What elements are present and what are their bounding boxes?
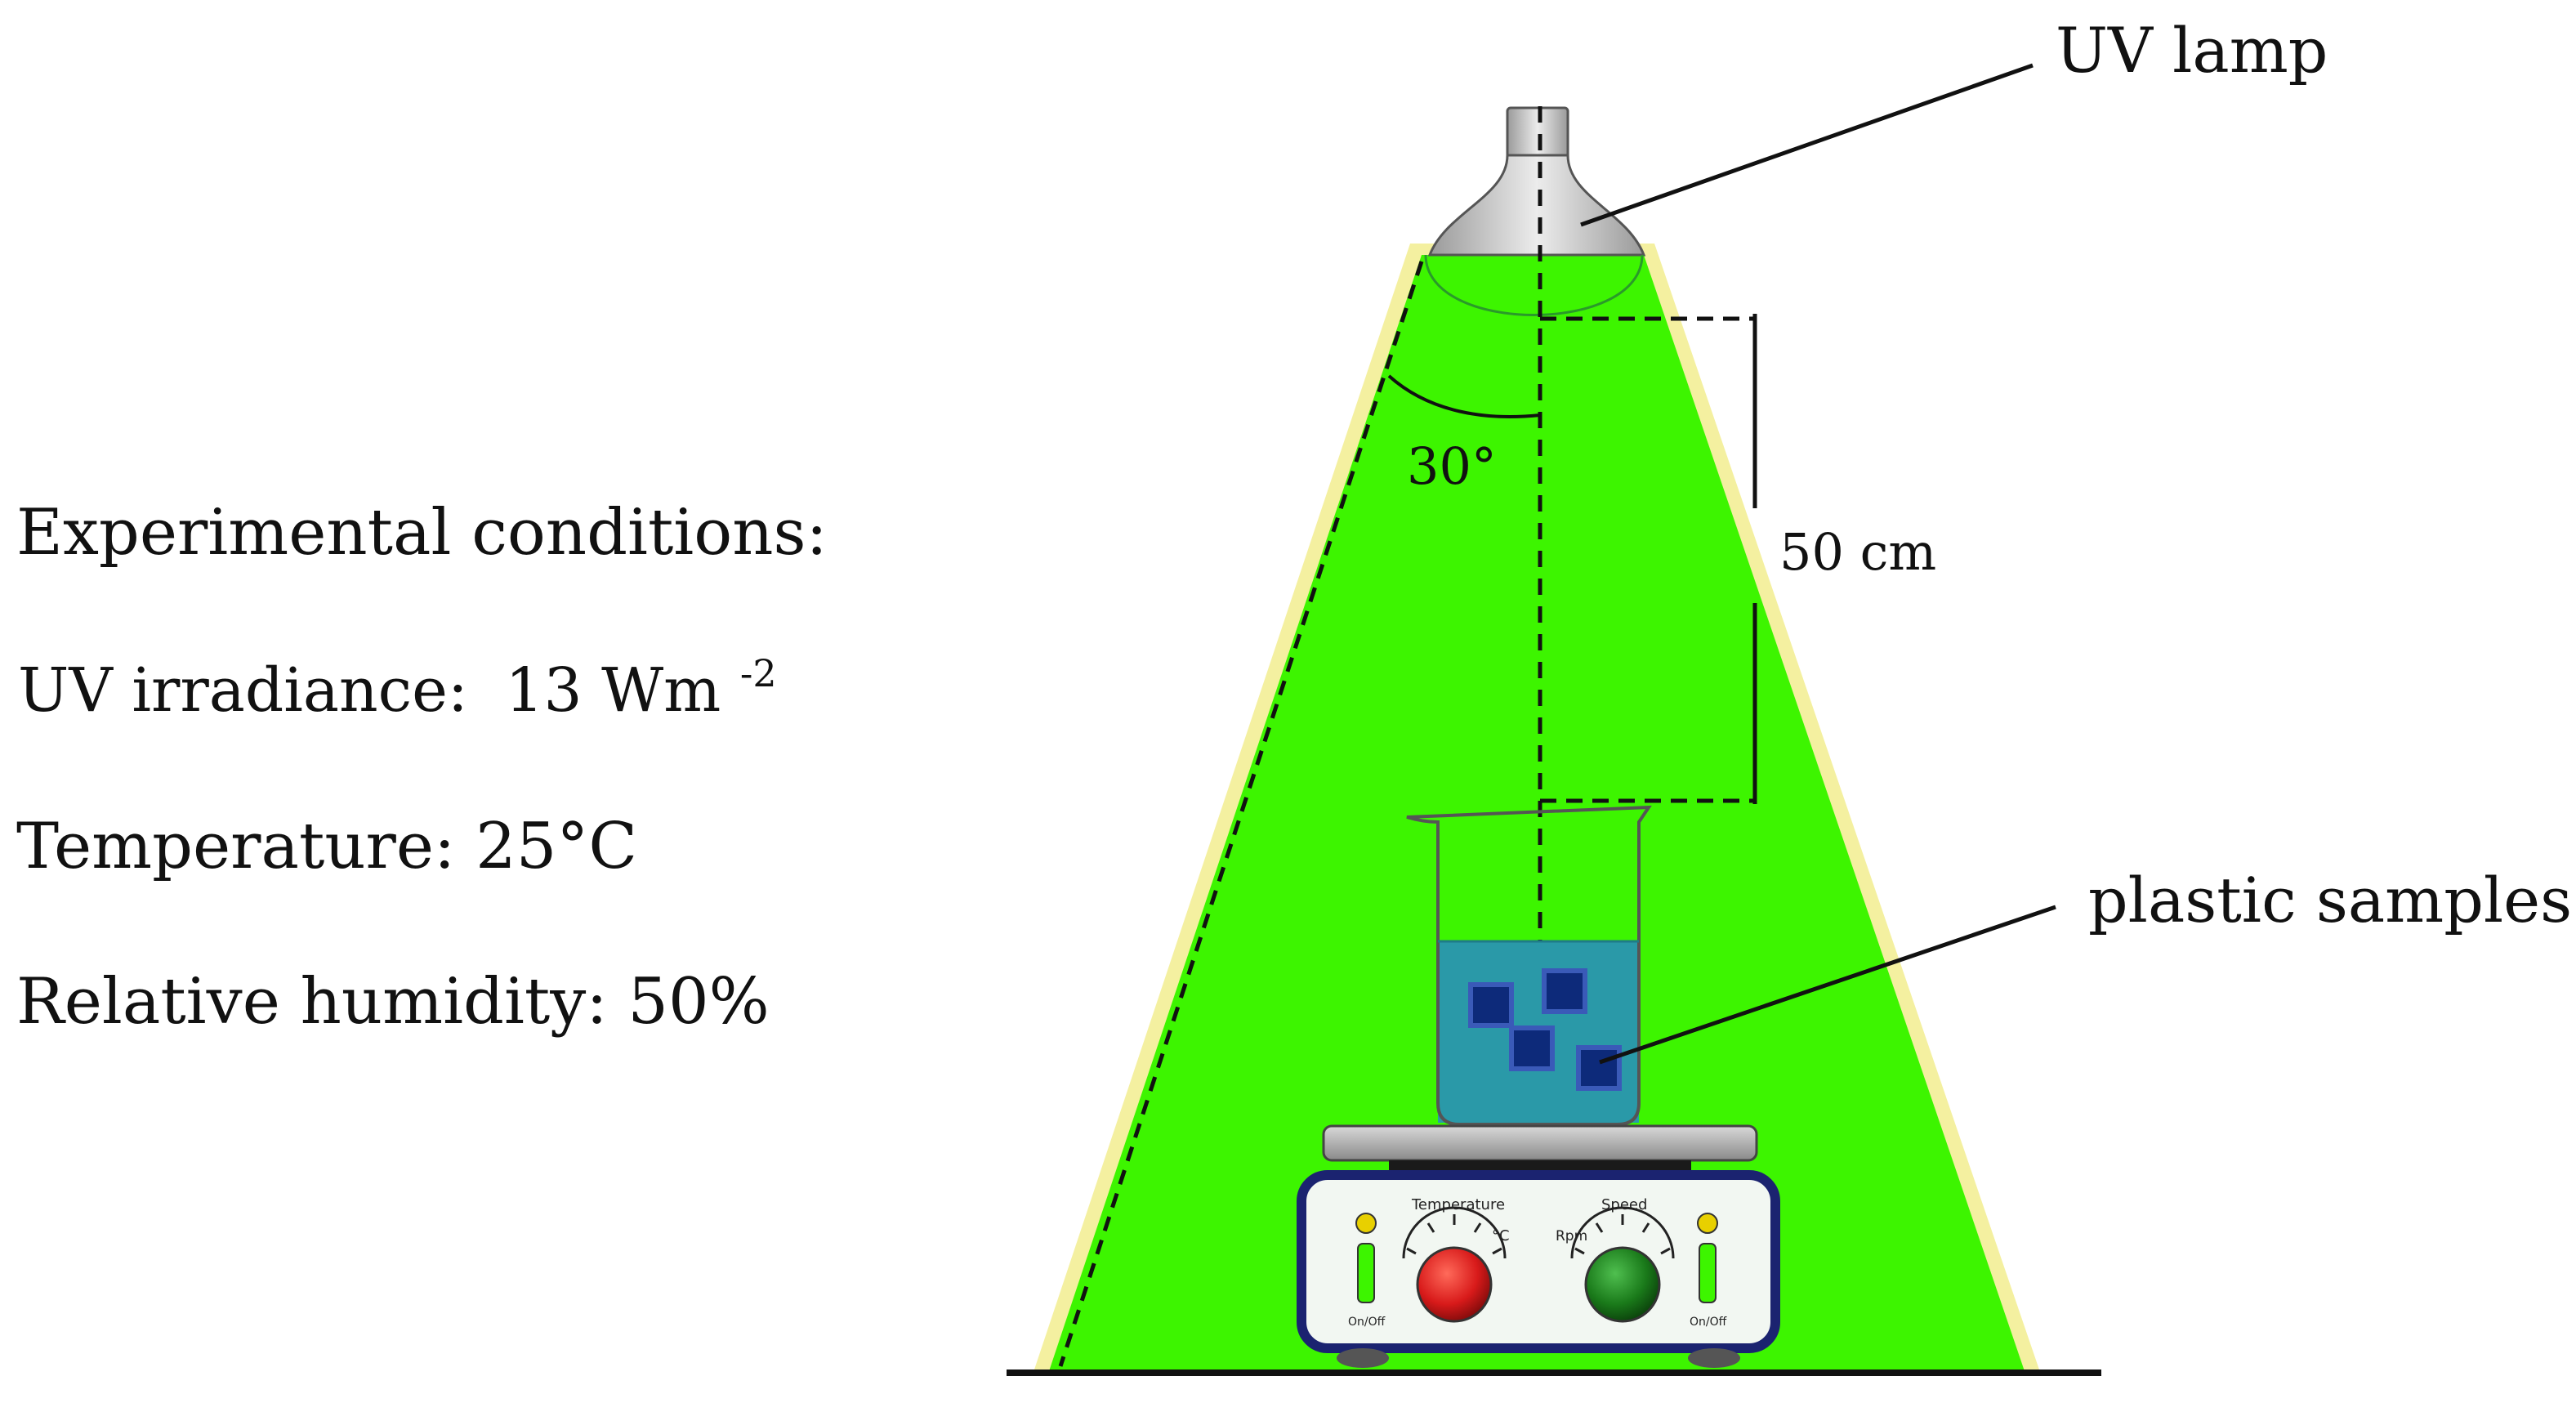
beam-edge-dashed-line	[1058, 261, 1424, 1367]
lamp-neck	[1506, 106, 1569, 159]
uv-lamp-label: UV lamp	[2056, 14, 2328, 87]
plastic-samples-label: plastic samples	[2088, 864, 2572, 936]
beaker-glass	[1406, 805, 1652, 1126]
conditions-heading: Experimental conditions:	[16, 496, 828, 570]
left-indicator-light-icon	[1355, 1213, 1377, 1234]
magnetic-stirrer-icon: On/Off On/Off Temperature °C Speed Rpm	[1297, 1124, 1780, 1368]
humidity-condition: Relative humidity: 50%	[16, 965, 770, 1039]
uv-irradiance-exponent: -2	[740, 651, 777, 695]
right-indicator-light-icon	[1697, 1213, 1718, 1234]
temperature-knob[interactable]	[1416, 1246, 1493, 1323]
uv-lamp-leader-line	[1580, 63, 2034, 227]
left-switch-label: On/Off	[1348, 1316, 1386, 1329]
stirrer-foot-left	[1337, 1348, 1389, 1368]
temperature-dial-scale	[1402, 1206, 1507, 1259]
beaker-icon	[1406, 805, 1652, 1126]
stirrer-foot-right	[1688, 1348, 1740, 1368]
distance-label: 50 cm	[1779, 522, 1936, 582]
angle-arc	[1387, 374, 1541, 419]
distance-bracket	[1540, 314, 1757, 804]
celsius-label: °C	[1492, 1227, 1510, 1244]
temperature-dial-label: Temperature	[1411, 1196, 1505, 1213]
uv-irradiance-label: UV irradiance:	[18, 655, 468, 726]
experimental-conditions-panel: Experimental conditions: UV irradiance: …	[16, 496, 828, 1039]
temperature-condition: Temperature: 25°C	[16, 810, 637, 883]
speed-dial-scale	[1570, 1206, 1675, 1259]
right-switch-label: On/Off	[1690, 1316, 1727, 1329]
temperature-dial-ticks	[1406, 1214, 1502, 1255]
rpm-label: Rpm	[1556, 1228, 1587, 1244]
stirrer-body	[1297, 1170, 1780, 1353]
plastic-samples-icon	[1468, 968, 1622, 1091]
stirrer-hot-plate	[1322, 1124, 1758, 1162]
uv-lamp-icon	[1424, 106, 1646, 316]
plastic-samples-leader-line	[1599, 905, 2056, 1065]
right-power-switch[interactable]	[1699, 1243, 1717, 1303]
lamp-shade	[1427, 154, 1646, 257]
speed-knob[interactable]	[1584, 1246, 1661, 1323]
left-power-switch[interactable]	[1357, 1243, 1375, 1303]
uv-irradiance-line: UV irradiance: 13 Wm -2	[18, 651, 777, 726]
lamp-reflector-arc	[1424, 254, 1644, 316]
angle-label: 30°	[1407, 436, 1497, 496]
uv-irradiance-value: 13 Wm	[505, 655, 721, 726]
speed-dial-ticks	[1574, 1214, 1671, 1255]
